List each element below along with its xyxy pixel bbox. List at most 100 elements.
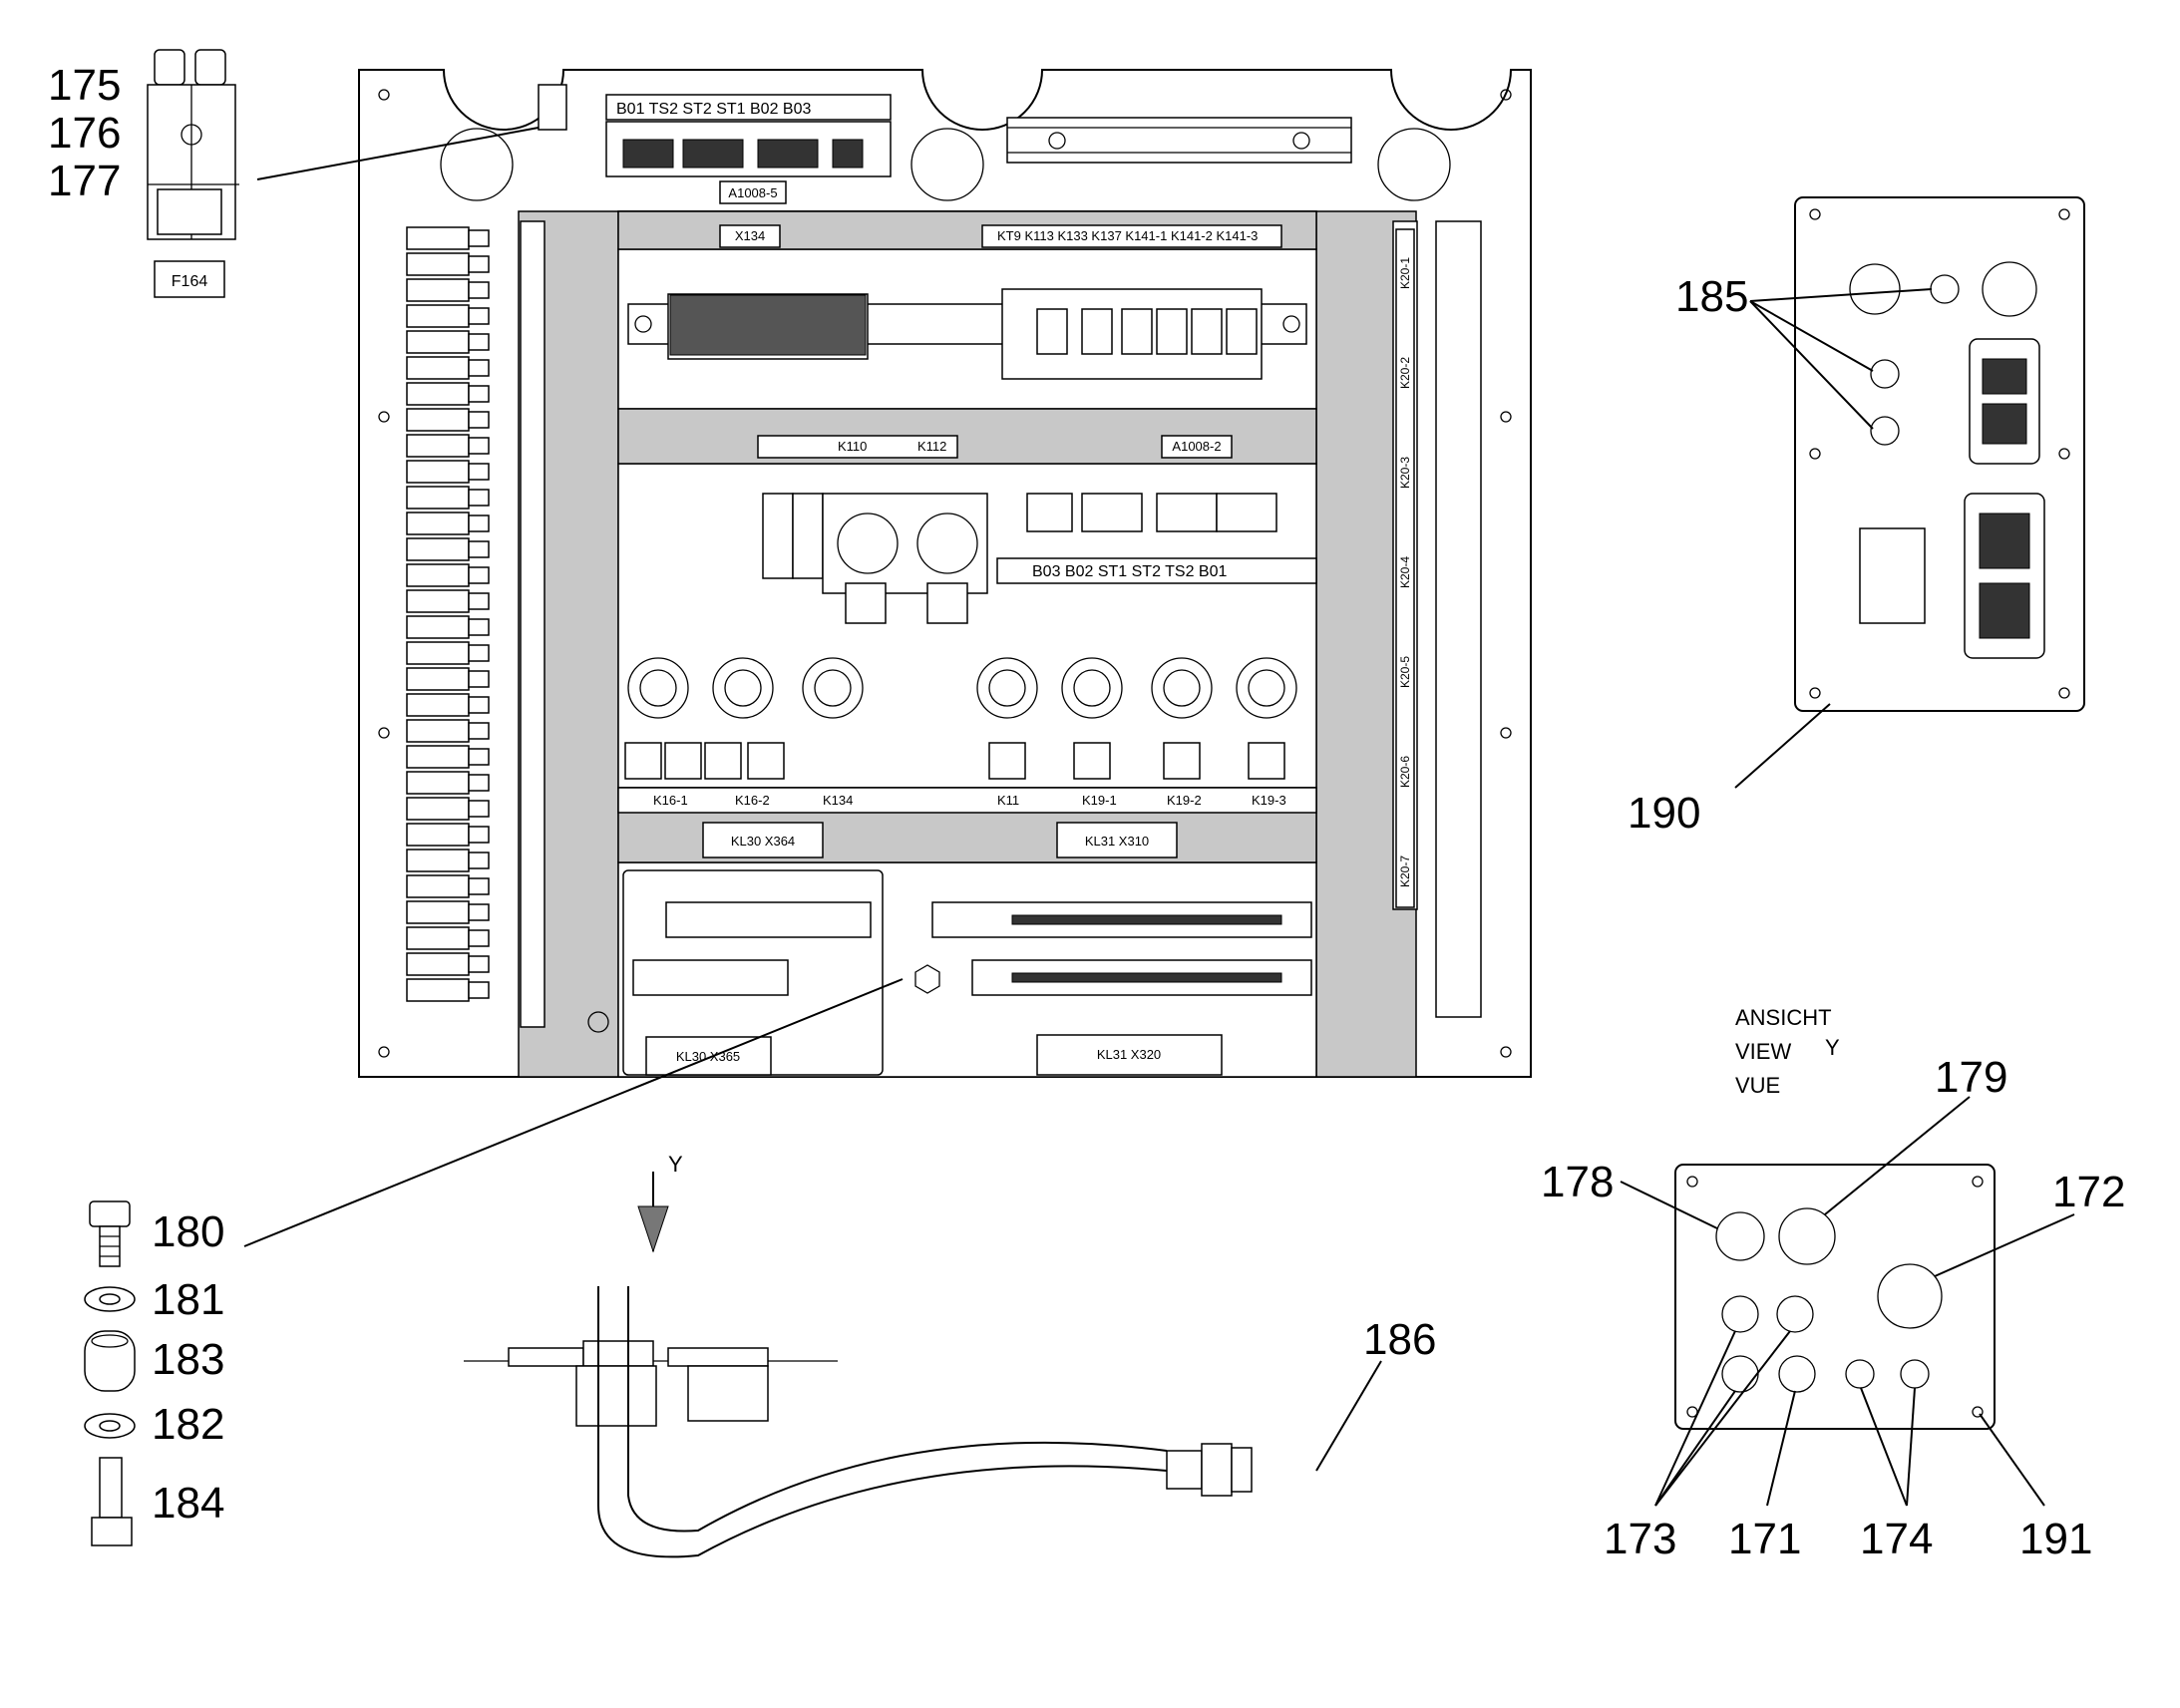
din-rail-top [1006, 117, 1352, 164]
round-relay [802, 657, 864, 719]
terminal-block [406, 926, 490, 950]
leader-180-184 [243, 978, 904, 1247]
callout-171: 171 [1728, 1515, 1801, 1563]
terminal-block [406, 952, 490, 976]
callout-172: 172 [2052, 1168, 2125, 1216]
leader-185-c [1749, 300, 1874, 430]
kl30-x365-label: KL30 X365 [676, 1049, 740, 1064]
terminal-block [406, 849, 490, 872]
x134-top-label: X134 [735, 228, 765, 243]
view-label-view: VIEW [1735, 1039, 1791, 1064]
relay-socket [747, 742, 785, 780]
terminal-block [406, 304, 490, 328]
terminal-block [406, 330, 490, 354]
k20-6-label: K20-6 [1398, 756, 1412, 788]
k20-1-label: K20-1 [1398, 257, 1412, 289]
leader-173-b [1654, 1390, 1736, 1507]
leader-190 [1734, 703, 1831, 789]
terminal-block [406, 278, 490, 302]
connector-block-a1008-5: B01 TS2 ST2 ST1 B02 B03 A1008-5 [538, 84, 892, 204]
terminal-block [406, 693, 490, 717]
k20-5-label: K20-5 [1398, 656, 1412, 688]
view-label-vue: VUE [1735, 1073, 1780, 1098]
k20-3-label: K20-3 [1398, 457, 1412, 489]
connector-plate-190 [1794, 196, 2085, 712]
terminal-block [406, 252, 490, 276]
middle-components: B03 B02 ST1 ST2 TS2 B01 [762, 493, 1317, 624]
view-arrow-y-label: Y [668, 1152, 683, 1177]
relay-row-label: KT9 K113 K133 K137 K141-1 K141-2 K141-3 [997, 228, 1258, 243]
leader-173-c [1654, 1330, 1791, 1507]
callout-184: 184 [152, 1479, 224, 1528]
callout-174: 174 [1860, 1515, 1933, 1563]
callout-190: 190 [1628, 789, 1700, 838]
terminal-block [406, 797, 490, 821]
terminal-block [406, 382, 490, 406]
round-relay [627, 657, 689, 719]
conn-top-row-label: B01 TS2 ST2 ST1 B02 B03 [616, 101, 811, 118]
leader-185-a [1749, 288, 1933, 302]
k134-label: K134 [823, 793, 853, 808]
terminal-block [406, 512, 490, 535]
callout-186: 186 [1363, 1315, 1436, 1364]
k110-label: K110 [838, 439, 867, 454]
relay-socket [1073, 742, 1111, 780]
round-relay [1236, 657, 1297, 719]
kl31-x320-label: KL31 X320 [1097, 1047, 1161, 1062]
k19-3-label: K19-3 [1252, 793, 1286, 808]
left-terminal-strip [406, 226, 490, 1002]
k16-2-label: K16-2 [735, 793, 770, 808]
relay-socket [1248, 742, 1285, 780]
connector-plate-191 [1674, 1164, 1996, 1430]
kl30-x364-label: KL30 X364 [731, 834, 795, 849]
k20-4-label: K20-4 [1398, 556, 1412, 588]
terminal-block [406, 356, 490, 380]
terminal-block [406, 615, 490, 639]
callout-183: 183 [152, 1335, 224, 1384]
terminal-block [406, 771, 490, 795]
view-label-ansicht: ANSICHT [1735, 1005, 1832, 1030]
callout-191: 191 [2019, 1515, 2092, 1563]
leader-185-b [1749, 300, 1874, 372]
k19-2-label: K19-2 [1167, 793, 1202, 808]
leader-174-a [1860, 1387, 1908, 1507]
terminal-block [406, 641, 490, 665]
relay-socket [1163, 742, 1201, 780]
terminal-block [406, 874, 490, 898]
upper-din-rail [627, 288, 1307, 380]
round-relay [976, 657, 1038, 719]
round-relay [712, 657, 774, 719]
terminal-block [406, 486, 490, 510]
callout-185: 185 [1675, 272, 1748, 321]
fuse-label-f164: F164 [172, 273, 208, 290]
leader-172 [1934, 1213, 2075, 1277]
callout-175: 175 [48, 61, 121, 110]
leader-174-b [1906, 1387, 1916, 1507]
main-panel [358, 69, 1532, 1078]
callout-179: 179 [1935, 1053, 2007, 1102]
terminal-block [406, 719, 490, 743]
k11-label: K11 [997, 793, 1019, 808]
callout-180: 180 [152, 1207, 224, 1256]
terminal-block [406, 460, 490, 484]
view-label-y: Y [1825, 1035, 1840, 1060]
k16-1-label: K16-1 [653, 793, 688, 808]
terminal-block [406, 408, 490, 432]
terminal-block [406, 589, 490, 613]
relay-socket [664, 742, 702, 780]
a1008-2-label: A1008-2 [1172, 439, 1221, 454]
kl31-x310-label: KL31 X310 [1085, 834, 1149, 849]
leader-186 [1315, 1360, 1382, 1472]
a1008-5-label: A1008-5 [728, 185, 777, 200]
terminal-block [406, 900, 490, 924]
callout-176: 176 [48, 109, 121, 158]
k112-label: K112 [917, 439, 946, 454]
leader-175-177 [256, 127, 540, 180]
cable-assembly-186 [464, 1172, 1253, 1558]
terminal-block [406, 978, 490, 1002]
callout-173: 173 [1604, 1515, 1676, 1563]
leader-179 [1824, 1096, 1971, 1215]
callout-177: 177 [48, 157, 121, 205]
bottom-bus-section: KL30 X365 KL31 X320 [587, 869, 1312, 1076]
